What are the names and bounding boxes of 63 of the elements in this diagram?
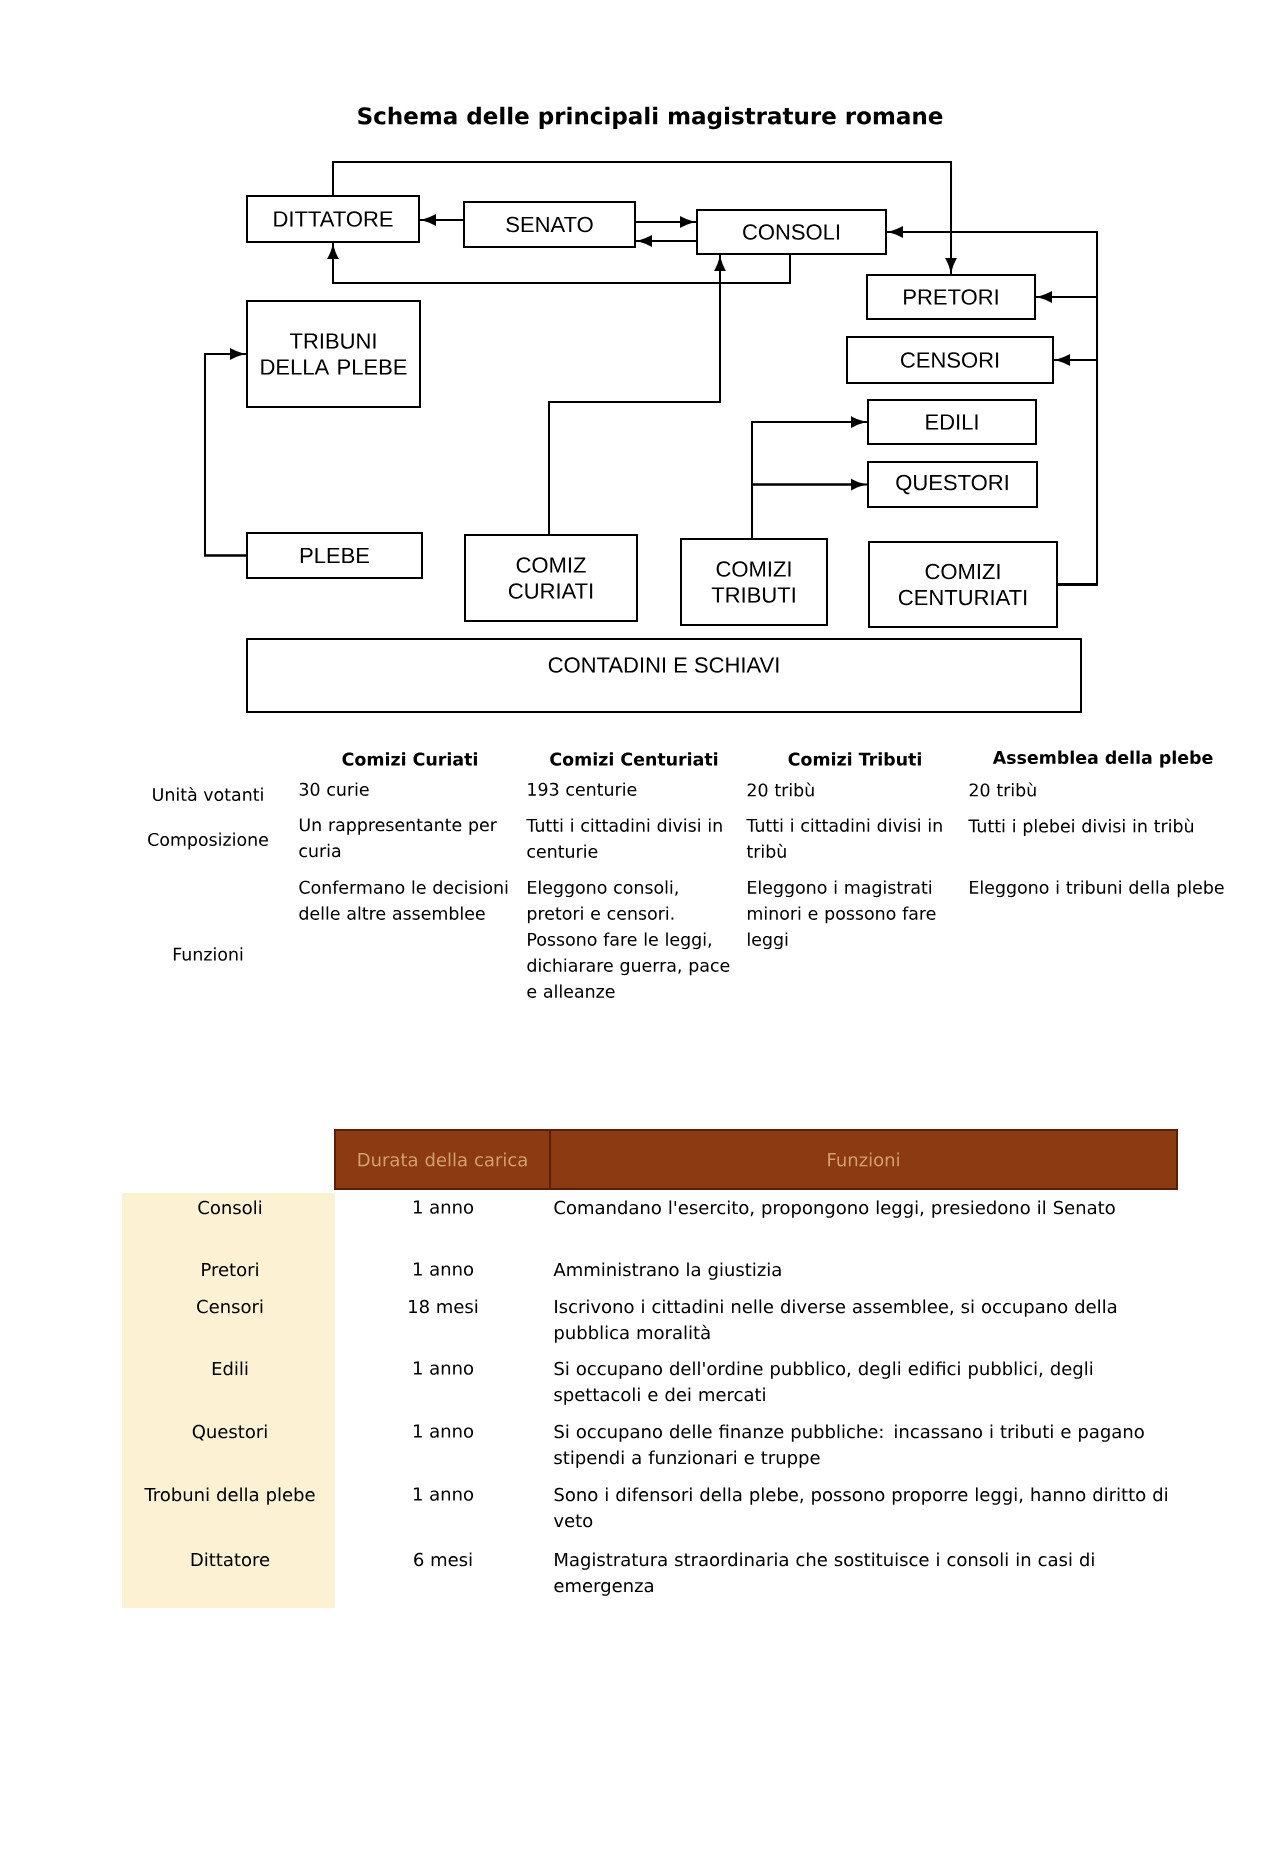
table-cell: 1 anno [413, 1262, 474, 1276]
table-cell: Confermano le decisioni delle altre assemblee [299, 880, 508, 920]
table-cell: Eleggono i tribuni della plebe [970, 880, 1224, 898]
row-header: Questori [122, 1416, 335, 1478]
box: QUESTORI [867, 461, 1038, 508]
column-header: Comizi Tributi [788, 752, 921, 766]
box: COMIZI CENTURIATI [868, 541, 1058, 628]
table-cell: Tutti i cittadini divisi in tribù [746, 818, 942, 858]
box: PLEBE [246, 532, 423, 579]
row-header: Dittatore [122, 1544, 335, 1608]
box: COMIZI TRIBUTI [680, 538, 828, 626]
title: Schema delle principali magistrature romane [358, 106, 943, 130]
box: SENATO [463, 201, 636, 248]
row-header: Pretori [122, 1255, 335, 1292]
row-header: Composizione [148, 832, 268, 850]
box: COMIZ CURIATI [464, 534, 638, 622]
column-header: Assemblea della plebe [992, 750, 1213, 768]
table-cell: 18 mesi [409, 1299, 478, 1314]
table-cell: 1 anno [413, 1487, 474, 1501]
table-cell: 1 anno [413, 1200, 474, 1214]
table-cell: Sono i difensori della plebe, possono proporre leggi, hanno diritto di veto [553, 1487, 1167, 1528]
row-header: Edili [122, 1352, 335, 1416]
table-cell: Un rappresentante per curia [299, 818, 497, 858]
arrow [635, 235, 697, 247]
column-header: Comizi Curiati [342, 752, 477, 766]
box: CONSOLI [696, 209, 887, 255]
box: PRETORI [866, 274, 1036, 320]
row-header: Unità votanti [153, 786, 263, 802]
column-header: Comizi Centuriati [550, 752, 718, 766]
box: EDILI [867, 399, 1037, 445]
table-cell: Si occupano dell'ordine pubblico, degli edifici pubblici, degli spettacoli e dei mercati [554, 1361, 1093, 1405]
row-header: Funzioni [173, 947, 243, 961]
table-cell: 20 tribù [969, 782, 1036, 797]
row-header: Censori [122, 1292, 335, 1352]
table-cell: 30 curie [299, 782, 369, 796]
table-cell: Tutti i cittadini divisi in centurie [526, 818, 722, 858]
arrow [635, 216, 697, 228]
row-header: Trobuni della plebe [122, 1478, 335, 1544]
arrow [204, 348, 247, 557]
box: TRIBUNI DELLA PLEBE [246, 300, 421, 408]
band-box: CONTADINI E SCHIAVI [246, 638, 1082, 713]
row-header: Consoli [122, 1193, 335, 1255]
table-cell: Magistratura straordinaria che sostituisce i consoli in casi di emergenza [554, 1552, 1094, 1596]
table-cell: 193 centurie [528, 782, 637, 796]
table-cell: 1 anno [413, 1424, 474, 1438]
arrow [332, 161, 957, 275]
table-cell: Si occupano delle finanze pubbliche: incassano i tributi e pagano stipendi a funzionari e truppe [554, 1424, 1144, 1468]
arrow [751, 479, 868, 539]
box: CENSORI [846, 336, 1054, 384]
box: DITTATORE [246, 195, 420, 243]
table-cell: Eleggono i magistrati minori e possono fare leggi [748, 880, 936, 950]
table-cell: 6 mesi [414, 1552, 472, 1567]
arrow [1053, 354, 1098, 586]
arrow [327, 242, 791, 284]
column-header: Durata della carica [334, 1129, 551, 1190]
table-cell: Eleggono consoli, pretori e censori. Possono fare le leggi, dichiarare guerra, pace e alleanze [527, 880, 730, 998]
table-cell: Comandano l'esercito, propongono leggi, presiedono il Senato [554, 1200, 1115, 1218]
table-cell: Amministrano la giustizia [553, 1262, 781, 1280]
table-cell: Iscrivono i cittadini nelle diverse assemblee, si occupano della pubblica moralità [555, 1299, 1117, 1343]
arrow [419, 214, 464, 226]
table-cell: Tutti i plebei divisi in tribù [968, 818, 1193, 836]
table-cell: 1 anno [413, 1361, 474, 1375]
table-cell: 20 tribù [747, 782, 814, 797]
